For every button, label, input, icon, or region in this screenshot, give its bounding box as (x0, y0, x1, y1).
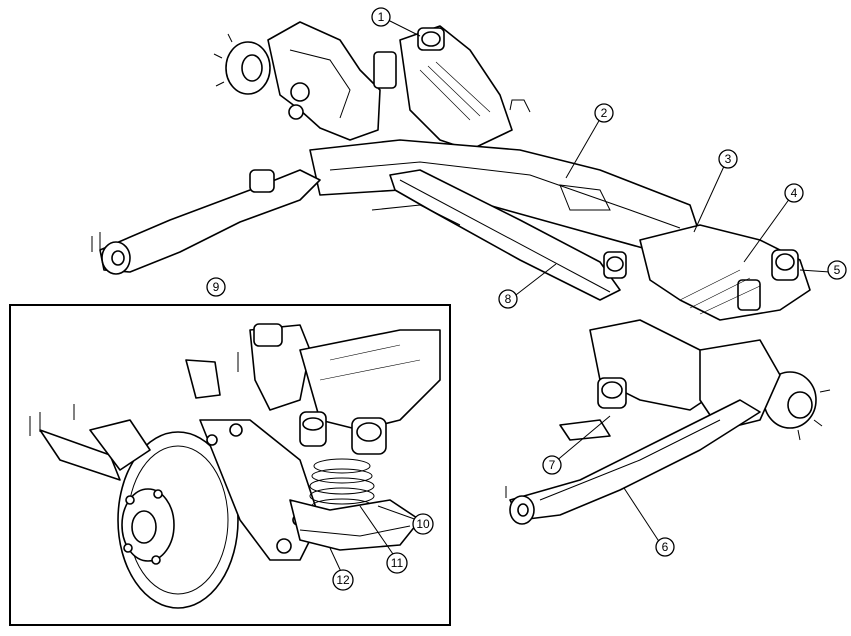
inset-detail (9, 304, 451, 626)
callout-3: 3 (718, 149, 738, 169)
callout-8-label: 8 (505, 292, 512, 306)
callout-6: 6 (655, 537, 675, 557)
callout-9: 9 (206, 277, 226, 297)
callout-12: 12 (332, 569, 354, 591)
rear-subframe-assembly (91, 21, 831, 525)
callout-8: 8 (498, 289, 518, 309)
brake-disc (117, 431, 239, 609)
coil-spring (309, 458, 375, 514)
callout-6-label: 6 (662, 540, 669, 554)
left-wheel-hub (213, 33, 271, 95)
callout-1: 1 (371, 7, 391, 27)
callout-2: 2 (594, 103, 614, 123)
callout-3-label: 3 (725, 152, 732, 166)
callout-7-label: 7 (549, 458, 556, 472)
callout-10: 10 (412, 513, 434, 535)
callout-5: 5 (827, 260, 847, 280)
callout-11-label: 11 (391, 556, 404, 570)
callout-1-label: 1 (378, 10, 385, 24)
callout-2-label: 2 (601, 106, 608, 120)
callout-12-label: 12 (336, 573, 350, 587)
right-wheel-hub (763, 371, 831, 441)
callout-7: 7 (542, 455, 562, 475)
callout-11: 11 (386, 552, 408, 574)
callout-5-label: 5 (834, 263, 841, 277)
callout-9-label: 9 (213, 280, 220, 294)
callout-4: 4 (784, 183, 804, 203)
callout-4-label: 4 (791, 186, 798, 200)
leader-lines (329, 19, 831, 577)
callout-10-label: 10 (416, 517, 430, 531)
